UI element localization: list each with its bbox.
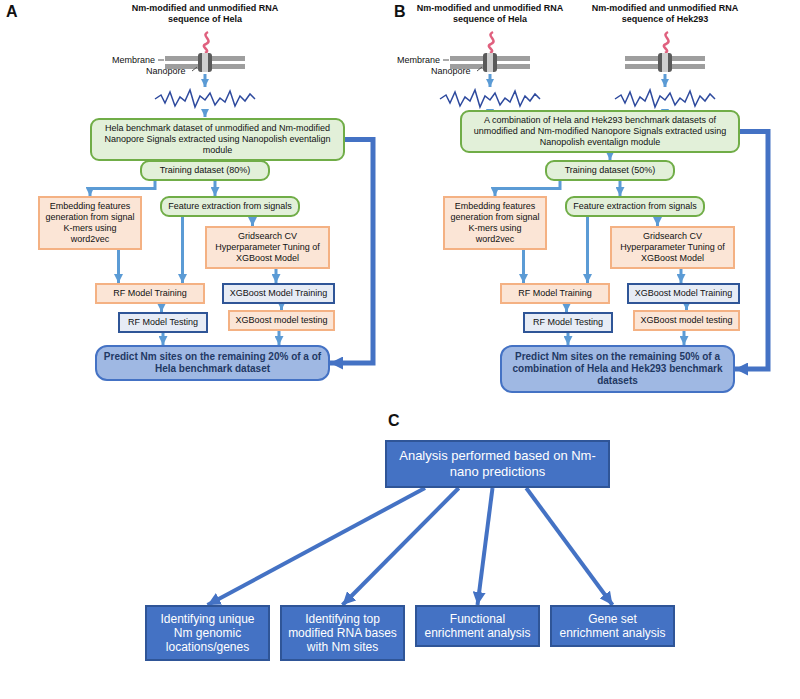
box-text: Training dataset (50%) <box>565 165 656 176</box>
box-text: Hela benchmark dataset of unmodified and… <box>97 123 338 156</box>
box-text: Gene set enrichment analysis <box>557 612 668 640</box>
flow-arrow <box>619 181 622 196</box>
flow-arrow <box>162 333 165 345</box>
box-text: Embedding features generation from signa… <box>44 201 136 245</box>
dataset-box: Training dataset (50%) <box>545 160 675 181</box>
analysis-box: Gene set enrichment analysis <box>550 605 675 647</box>
flow-arrow <box>160 304 163 312</box>
flow-arrow <box>609 153 612 160</box>
box-text: Feature extraction from signals <box>573 201 697 212</box>
flow-arrow <box>565 304 568 312</box>
flow-arrow <box>90 181 155 196</box>
process-box: Feature extraction from signals <box>160 196 300 217</box>
leader-line <box>192 67 197 71</box>
box-text: Functional enrichment analysis <box>422 612 533 640</box>
label: Nm-modified and unmodified RNA sequence … <box>585 3 745 25</box>
process-box: XGBoost model testing <box>228 310 335 331</box>
dataset-box: Hela benchmark dataset of unmodified and… <box>90 118 345 161</box>
label: Membrane <box>397 55 443 66</box>
box-text: RF Model Training <box>518 288 592 299</box>
process-box: XGBoost model testing <box>633 310 740 331</box>
flow-arrow <box>680 269 683 283</box>
box-text: A combination of Hela and Hek293 benchma… <box>467 115 733 148</box>
result-box: Predict Nm sites on the remaining 50% of… <box>500 345 735 393</box>
process-box: Embedding features generation from signa… <box>38 196 142 250</box>
flow-arrow <box>343 488 459 605</box>
flow-arrow <box>586 217 589 283</box>
flow-arrow <box>208 488 426 605</box>
label: Nanopore <box>431 66 477 77</box>
flow-arrow <box>495 181 560 196</box>
box-text: XGBoost Model Training <box>230 288 328 299</box>
panel-label: C <box>388 412 408 430</box>
box-text: XGBoost model testing <box>640 315 732 326</box>
box-text: Identifying unique Nm genomic locations/… <box>152 612 263 654</box>
label: Nm-modified and unmodified RNA sequence … <box>120 3 290 25</box>
box-text: Analysis performed based on Nm-nano pred… <box>393 448 602 480</box>
dataset-box: Training dataset (80%) <box>140 160 270 181</box>
result-box: Predict Nm sites on the remaining 20% of… <box>95 345 330 381</box>
flow-arrow <box>526 488 612 605</box>
analysis-box: Identifying unique Nm genomic locations/… <box>145 605 270 661</box>
box-text: Training dataset (80%) <box>160 165 251 176</box>
label: Membrane <box>112 55 158 66</box>
leader-line <box>443 60 449 61</box>
leader-line <box>158 60 164 61</box>
dataset-box: A combination of Hela and Hek293 benchma… <box>460 110 740 153</box>
box-text: Embedding features generation from signa… <box>449 201 541 245</box>
box-text: XGBoost Model Training <box>635 288 733 299</box>
box-text: RF Model Testing <box>533 317 603 328</box>
flow-arrow <box>275 269 278 283</box>
process-box: RF Model Testing <box>523 312 613 333</box>
panel-label: B <box>394 3 410 21</box>
process-box: Gridsearch CV Hyperparameter Tuning of X… <box>205 226 330 269</box>
panel-label: A <box>6 3 26 21</box>
process-box: XGBoost Model Training <box>222 283 335 304</box>
analysis-box: Functional enrichment analysis <box>415 605 540 647</box>
flow-arrow <box>567 333 570 345</box>
flow-arrow <box>522 250 525 283</box>
flow-arrow <box>735 132 768 370</box>
process-box: XGBoost Model Training <box>627 283 740 304</box>
box-text: Feature extraction from signals <box>168 201 292 212</box>
leader-line <box>477 67 482 71</box>
flow-arrow <box>181 217 184 283</box>
process-box: RF Model Testing <box>118 312 208 333</box>
box-text: RF Model Testing <box>128 317 198 328</box>
process-box: Embedding features generation from signa… <box>443 196 547 250</box>
box-text: Gridsearch CV Hyperparameter Tuning of X… <box>211 231 324 264</box>
process-box: Feature extraction from signals <box>565 196 705 217</box>
process-box: RF Model Training <box>500 283 610 304</box>
box-text: Predict Nm sites on the remaining 20% of… <box>103 351 322 375</box>
analysis-box: Identifying top modified RNA bases with … <box>280 605 405 661</box>
nanopore-illustration <box>615 32 715 117</box>
flow-arrow <box>251 217 254 226</box>
analysis-box: Analysis performed based on Nm-nano pred… <box>385 440 610 488</box>
flow-arrow <box>478 488 493 605</box>
flow-arrow <box>278 331 281 345</box>
box-text: Gridsearch CV Hyperparameter Tuning of X… <box>616 231 729 264</box>
flow-arrow <box>683 331 686 345</box>
box-text: Identifying top modified RNA bases with … <box>287 612 398 654</box>
box-text: Predict Nm sites on the remaining 50% of… <box>508 351 727 387</box>
label: Nanopore <box>146 66 192 77</box>
label: Nm-modified and unmodified RNA sequence … <box>410 3 570 25</box>
flow-arrow <box>117 250 120 283</box>
flow-arrow <box>330 140 373 364</box>
process-box: RF Model Training <box>95 283 205 304</box>
box-text: RF Model Training <box>113 288 187 299</box>
process-box: Gridsearch CV Hyperparameter Tuning of X… <box>610 226 735 269</box>
box-text: XGBoost model testing <box>235 315 327 326</box>
flow-arrow <box>656 217 659 226</box>
flow-arrow <box>214 181 217 196</box>
